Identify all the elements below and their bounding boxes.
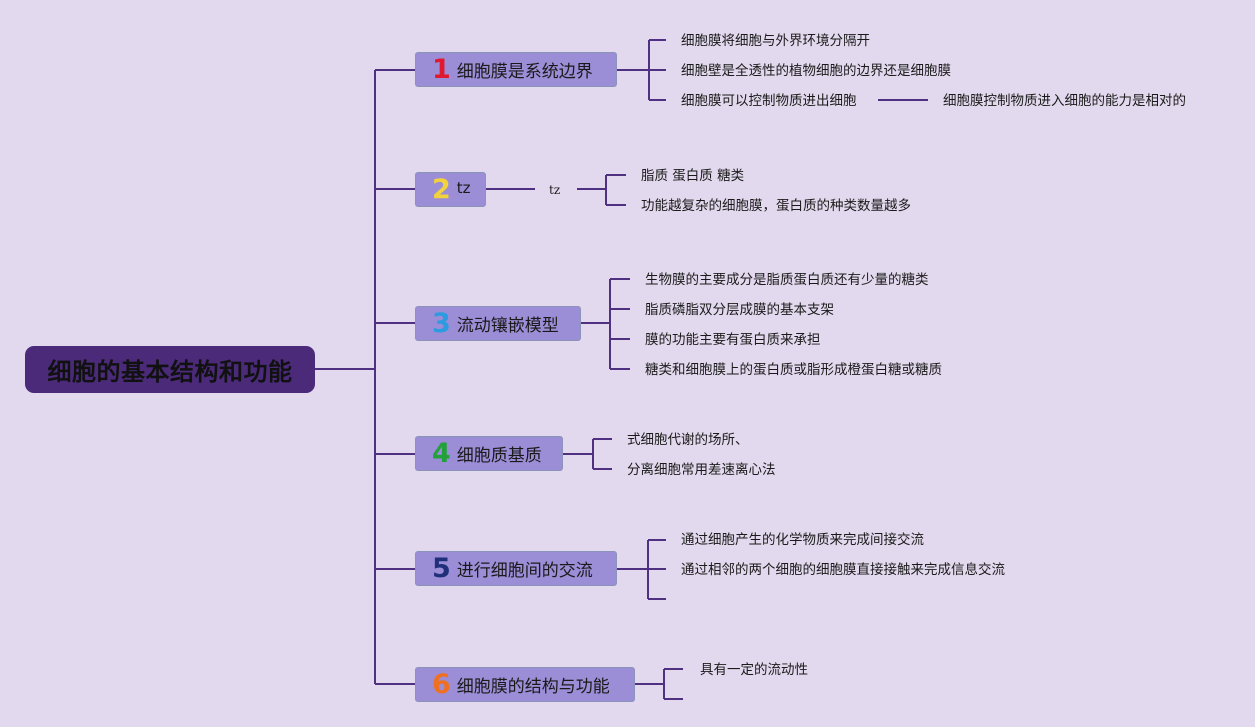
topic-label: 细胞膜是系统边界: [456, 62, 593, 82]
subtopic[interactable]: 脂质磷脂双分层成膜的基本支架: [645, 302, 834, 318]
subtopic[interactable]: 具有一定的流动性: [700, 662, 808, 678]
subtopic[interactable]: 膜的功能主要有蛋白质来承担: [645, 332, 821, 348]
subtopic[interactable]: 脂质 蛋白质 糖类: [641, 168, 745, 184]
topic-number-badge: 6: [432, 669, 451, 700]
subtopic[interactable]: 细胞膜将细胞与外界环境分隔开: [681, 33, 870, 49]
subtopic[interactable]: 通过细胞产生的化学物质来完成间接交流: [681, 532, 924, 548]
subtopic[interactable]: 生物膜的主要成分是脂质蛋白质还有少量的糖类: [645, 272, 929, 288]
topic-label: tz: [456, 179, 471, 197]
topic-label: 细胞膜的结构与功能: [456, 677, 610, 697]
topic-5[interactable]: 5 进行细胞间的交流: [415, 551, 617, 586]
root-topic-label: 细胞的基本结构和功能: [47, 358, 293, 386]
intermediate-node[interactable]: tz: [549, 183, 561, 197]
topic-label: 流动镶嵌模型: [456, 316, 559, 336]
topic-1[interactable]: 1 细胞膜是系统边界: [415, 52, 617, 87]
subtopic[interactable]: 糖类和细胞膜上的蛋白质或脂形成橙蛋白糖或糖质: [645, 362, 942, 378]
topic-number-badge: 1: [432, 54, 451, 85]
topic-6[interactable]: 6 细胞膜的结构与功能: [415, 667, 635, 702]
subtopic[interactable]: 式细胞代谢的场所、: [627, 432, 749, 448]
topic-label: 进行细胞间的交流: [456, 561, 593, 581]
topic-2[interactable]: 2 tz: [415, 172, 486, 207]
topic-number-badge: 5: [432, 553, 451, 584]
topic-number-badge: 3: [432, 308, 451, 339]
topic-3[interactable]: 3 流动镶嵌模型: [415, 306, 581, 341]
topic-number-badge: 2: [432, 174, 451, 205]
subtopic[interactable]: 细胞壁是全透性的植物细胞的边界还是细胞膜: [681, 63, 951, 79]
topic-number-badge: 4: [432, 438, 451, 469]
root-topic[interactable]: 细胞的基本结构和功能: [25, 346, 315, 393]
subtopic[interactable]: 细胞膜可以控制物质进出细胞: [681, 93, 857, 109]
subtopic[interactable]: 功能越复杂的细胞膜，蛋白质的种类数量越多: [641, 198, 911, 214]
topic-label: 细胞质基质: [456, 446, 542, 466]
topic-4[interactable]: 4 细胞质基质: [415, 436, 563, 471]
subtopic[interactable]: 分离细胞常用差速离心法: [627, 462, 776, 478]
sub-subtopic[interactable]: 细胞膜控制物质进入细胞的能力是相对的: [943, 93, 1186, 109]
subtopic[interactable]: 通过相邻的两个细胞的细胞膜直接接触来完成信息交流: [681, 562, 1005, 578]
